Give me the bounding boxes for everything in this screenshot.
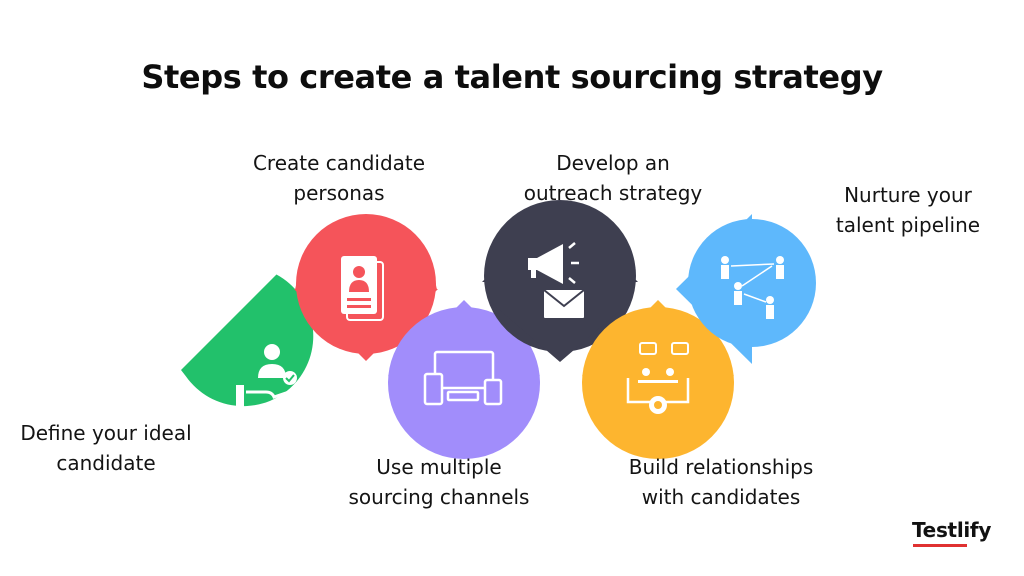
testlify-logo-underline: [913, 544, 967, 547]
megaphone-envelope-icon: [528, 242, 585, 318]
step-1-label: Define your ideal candidate: [20, 421, 192, 475]
persona-card-icon: [341, 256, 384, 321]
hand-person-check-icon: [236, 344, 300, 411]
step-3-shape: [388, 300, 540, 459]
testlify-logo: Testlify: [912, 518, 992, 542]
step-3-label: Use multiple sourcing channels: [348, 455, 530, 509]
step-2-label: Create candidate personas: [252, 151, 426, 205]
meeting-gear-icon: [626, 342, 690, 414]
step-5-label: Build relationships with candidates: [628, 455, 814, 509]
step-6-shape: [676, 214, 816, 364]
page-title: Steps to create a talent sourcing strate…: [141, 58, 883, 96]
step-4-label: Develop an outreach strategy: [523, 151, 703, 205]
devices-icon: [423, 350, 503, 406]
step-6-label: Nurture your talent pipeline: [835, 183, 981, 237]
people-network-icon: [721, 256, 784, 319]
